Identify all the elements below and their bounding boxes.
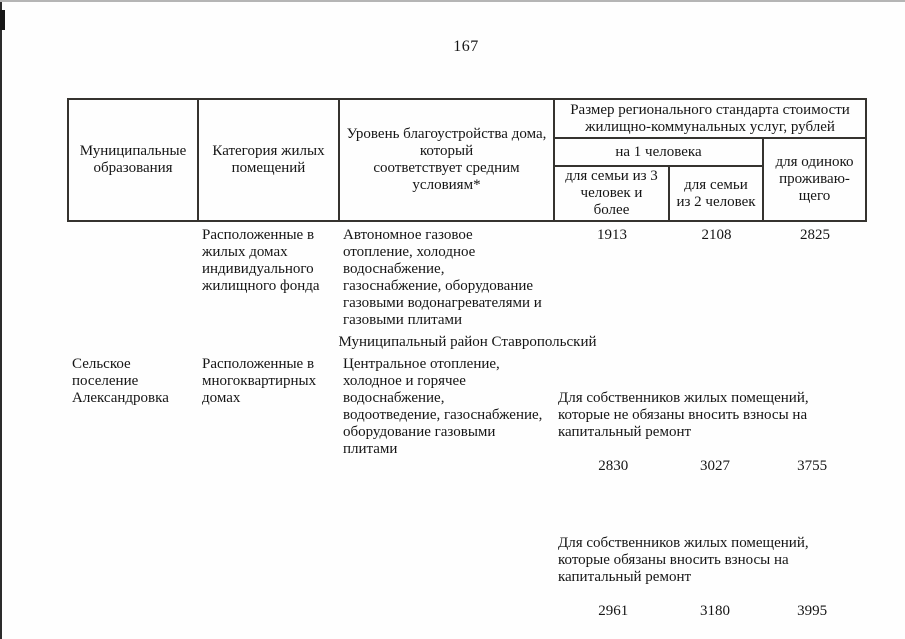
cell-amenities: Автономное газовое отопление, холодное в… bbox=[343, 227, 542, 328]
value-family2: 3180 bbox=[699, 603, 730, 619]
owners-no-capital-repair-block: Для собственников жилых помещений, котор… bbox=[558, 373, 863, 492]
cell-amenities: Центральное отопление, холодное и горяче… bbox=[343, 356, 543, 457]
scan-blob-artifact bbox=[0, 10, 5, 30]
header-standard-size: Размер регионального стандарта стоимости… bbox=[552, 98, 868, 139]
header-row-2: на 1 человека для одиноко проживаю- щего bbox=[68, 137, 868, 222]
page-number: 167 bbox=[453, 38, 479, 55]
cell-value-family2: 2108 bbox=[701, 227, 732, 243]
header-category: Категория жилых помещений bbox=[197, 98, 340, 222]
value-family3: 2961 bbox=[598, 603, 629, 619]
header-per-person: на 1 человека bbox=[553, 137, 764, 167]
header-family-of-3: для семьи из 3 человек и более bbox=[553, 165, 670, 222]
section-row: Муниципальный район Ставропольский bbox=[68, 329, 866, 351]
header-single-resident: для одиноко проживаю- щего bbox=[761, 137, 868, 222]
cell-value-blocks: Для собственников жилых помещений, котор… bbox=[554, 351, 866, 639]
value-family3: 2830 bbox=[598, 458, 629, 474]
table-row-individual-housing: Расположенные в жилых домах индивидуальн… bbox=[68, 221, 866, 329]
header-row-3: для семьи из 3 человек и более для семьи… bbox=[68, 165, 866, 222]
block-label: Для собственников жилых помещений, котор… bbox=[558, 535, 809, 585]
header-amenity-level: Уровень благоустройства дома, который со… bbox=[338, 98, 555, 222]
cell-municipality-empty bbox=[68, 221, 198, 329]
regional-standards-table: Муниципальные образования Категория жилы… bbox=[67, 98, 868, 639]
cell-category: Расположенные в многоквартирных домах bbox=[202, 356, 317, 406]
value-single: 3995 bbox=[797, 603, 828, 619]
header-family-of-2: для семьи из 2 человек bbox=[668, 165, 764, 222]
values-row: 2830 3027 3755 bbox=[558, 458, 863, 475]
cell-category: Расположенные в жилых домах индивидуальн… bbox=[202, 227, 320, 294]
values-row: 2961 3180 3995 bbox=[558, 603, 863, 620]
cell-value-family3: 1913 bbox=[597, 227, 627, 243]
header-row-1: Муниципальные образования Категория жилы… bbox=[67, 98, 868, 222]
value-family2: 3027 bbox=[699, 458, 730, 474]
cell-value-single: 2825 bbox=[800, 227, 830, 243]
scan-edge-artifact bbox=[0, 2, 2, 639]
table-row-aleksandrovka: Сельское поселение Александровка Располо… bbox=[68, 351, 866, 639]
cell-municipality: Сельское поселение Александровка bbox=[72, 356, 169, 406]
block-label: Для собственников жилых помещений, котор… bbox=[558, 390, 809, 440]
owners-with-capital-repair-block: Для собственников жилых помещений, котор… bbox=[558, 518, 863, 637]
section-label: Муниципальный район Ставропольский bbox=[338, 334, 597, 350]
header-municipality: Муниципальные образования bbox=[67, 98, 199, 222]
value-single: 3755 bbox=[797, 458, 828, 474]
